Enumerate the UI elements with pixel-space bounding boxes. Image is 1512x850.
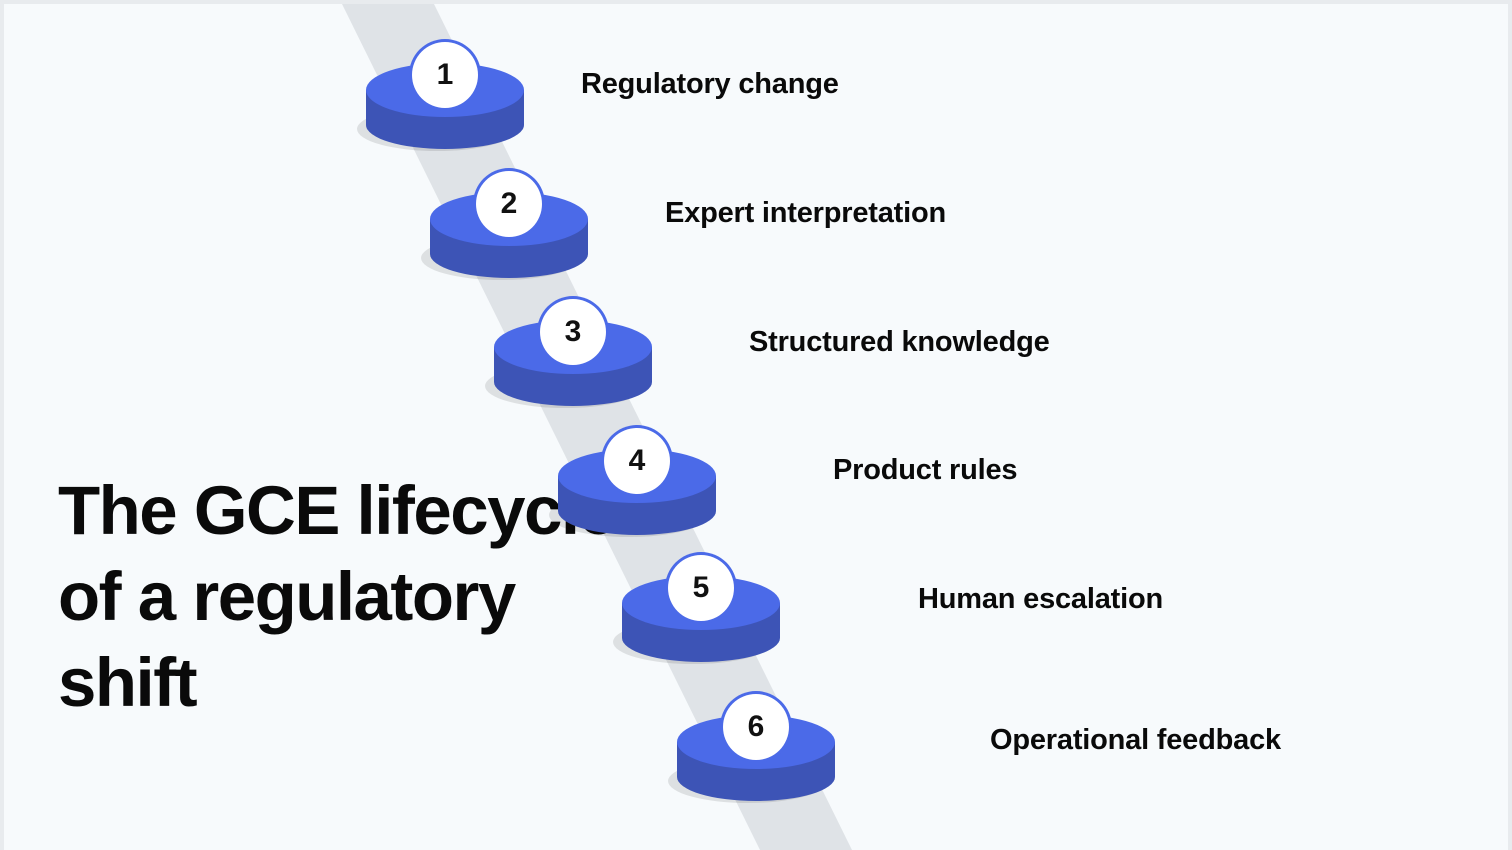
- step-disc-5: 5: [613, 550, 781, 670]
- step-disc-3: 3: [485, 294, 653, 414]
- disc-shape-icon: [421, 168, 588, 280]
- step-number: 3: [564, 315, 582, 348]
- step-label-6: Operational feedback: [990, 724, 1281, 756]
- disc-shape-icon: [668, 691, 835, 803]
- step-number: 1: [436, 58, 454, 91]
- disc-shape-icon: [357, 39, 524, 151]
- step-disc-2: 2: [421, 166, 589, 286]
- step-label-2: Expert interpretation: [665, 197, 947, 229]
- step-label-3: Structured knowledge: [749, 326, 1050, 358]
- disc-shape-icon: [485, 296, 652, 408]
- step-label-1: Regulatory change: [581, 68, 839, 100]
- step-number: 4: [628, 444, 646, 477]
- page-title: The GCE lifecycle of a regulatory shift: [58, 472, 617, 721]
- step-number: 5: [692, 571, 710, 604]
- step-disc-6: 6: [668, 689, 836, 809]
- step-label-4: Product rules: [833, 454, 1018, 486]
- step-number: 2: [500, 187, 518, 220]
- step-number: 6: [747, 710, 765, 743]
- step-disc-1: 1: [357, 37, 525, 157]
- disc-shape-icon: [613, 552, 780, 664]
- disc-shape-icon: [549, 425, 716, 537]
- step-disc-4: 4: [549, 423, 717, 543]
- step-label-5: Human escalation: [918, 583, 1163, 615]
- slide: The GCE lifecycle of a regulatory shift …: [4, 4, 1508, 850]
